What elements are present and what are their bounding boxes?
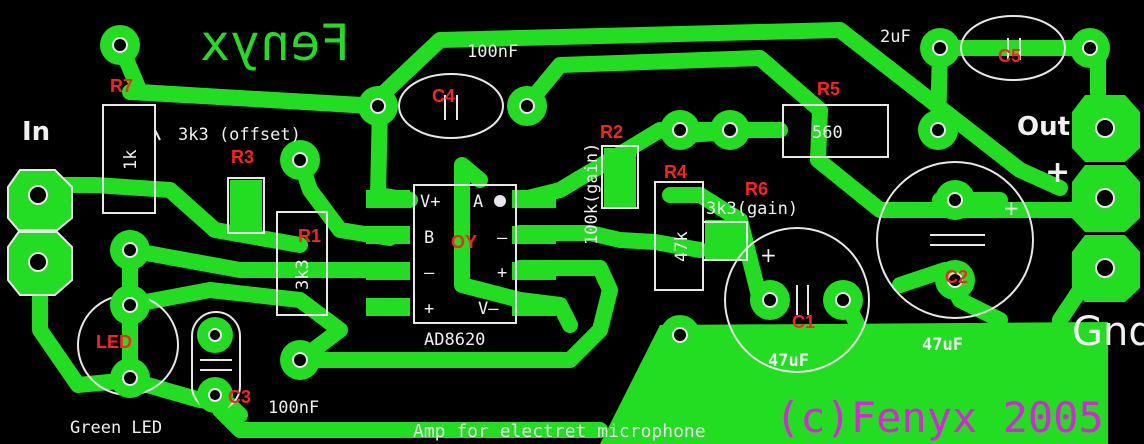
c1-ref: C1 — [792, 312, 815, 332]
ic-pin-a: A — [473, 192, 483, 212]
r7-value: 1k — [121, 150, 141, 170]
ic-pin-minus-right: – — [497, 228, 508, 248]
r2-outline — [601, 145, 639, 209]
component-outlines — [77, 15, 1066, 411]
gnd-label: Gnd — [1072, 309, 1144, 355]
c5-outline — [960, 15, 1066, 81]
c1-outline — [724, 227, 870, 373]
ic-designator: OY — [451, 232, 477, 252]
r6-outline — [702, 221, 748, 261]
connector-pads — [7, 95, 1140, 302]
r7-ref: R7 — [110, 76, 133, 96]
r1-ref: R1 — [298, 226, 321, 246]
c3-ref: C3 — [228, 387, 251, 407]
r1-outline — [276, 211, 328, 316]
r7-outline — [102, 104, 156, 214]
c3-value: 100nF — [268, 398, 319, 418]
c5-value: 2uF — [880, 27, 911, 47]
r1-value: 3k3 — [293, 259, 313, 290]
ic-pin-b: B — [424, 228, 434, 248]
r4-value: 47k — [672, 231, 692, 262]
r4-ref: R4 — [664, 162, 687, 182]
board-caption: Amp for electret microphone — [413, 421, 706, 442]
in-label: In — [22, 117, 50, 147]
r3-ref: R3 — [231, 147, 254, 167]
plus-label: + — [1045, 155, 1070, 190]
out-label: Out — [1017, 112, 1070, 142]
r6-value: 3k3(gain) — [706, 199, 798, 219]
r3-outline — [227, 177, 265, 234]
ic-name: AD8620 — [424, 330, 485, 350]
led-value: Green LED — [70, 418, 162, 438]
led-ref: LED — [96, 332, 132, 352]
c4-outline — [398, 73, 504, 139]
r5-outline — [782, 104, 889, 158]
ic-body — [413, 184, 517, 324]
c5-ref: C5 — [998, 46, 1021, 66]
c2-value: 47uF — [922, 335, 963, 355]
board-title: Fenyx — [200, 14, 351, 72]
svg-text:+: + — [760, 243, 777, 267]
ic-pin-vminus: V– — [478, 299, 499, 319]
c2-outline — [876, 161, 1034, 319]
ground-plane — [600, 322, 1108, 444]
r2-value: 100k(gain) — [582, 143, 602, 245]
r5-value: 560 — [812, 123, 843, 143]
ic-pads — [366, 190, 556, 316]
c1-value: 47uF — [768, 351, 809, 371]
ic-pin-plus-right: + — [497, 263, 507, 283]
r6-ref: R6 — [745, 179, 768, 199]
through-hole-pads — [100, 25, 1110, 413]
r5-ref: R5 — [817, 79, 840, 99]
ic-pin-plus-left: + — [424, 299, 434, 319]
polarity-marks: + + — [760, 196, 1020, 267]
copyright-text: (c)Fenyx 2005 — [775, 393, 1104, 442]
r2-ref: R2 — [600, 122, 623, 142]
smd-resistor-pads — [230, 148, 745, 260]
c2-ref: C2 — [945, 267, 968, 287]
svg-text:+: + — [1003, 196, 1020, 220]
ic-pin-minus-left: – — [424, 263, 435, 283]
c4-ref: C4 — [432, 86, 455, 106]
r3-value: 3k3 (offset) — [178, 125, 301, 145]
ic-pin-vplus: V+ — [420, 192, 440, 212]
c4-value: 100nF — [467, 42, 518, 62]
